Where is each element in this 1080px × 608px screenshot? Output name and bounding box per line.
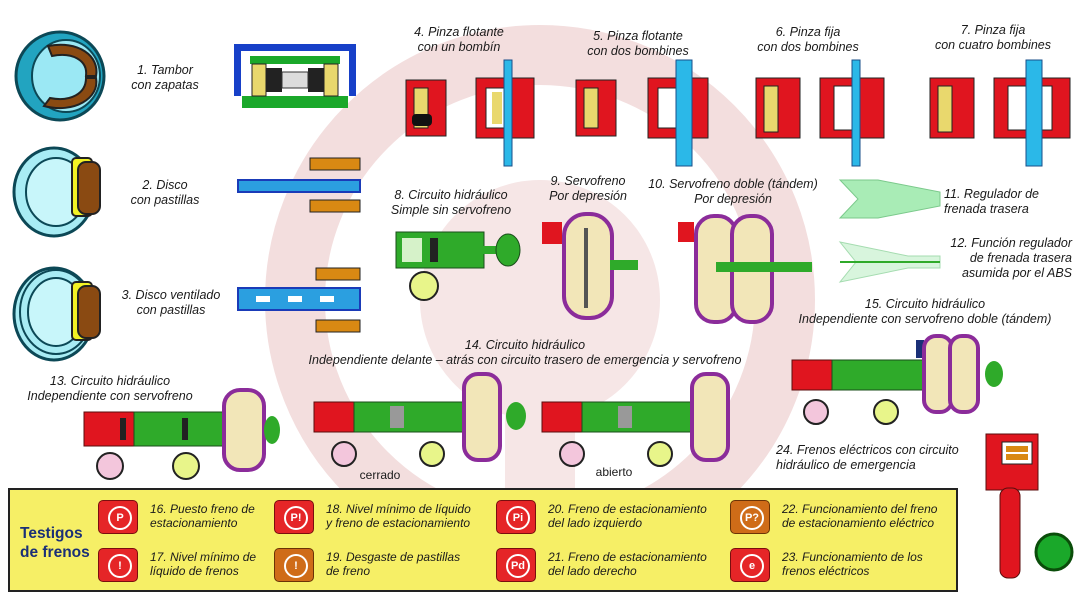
- disc-brake-schematic: [237, 157, 361, 213]
- parking-right-lamp-icon: Pd: [496, 548, 536, 582]
- drum-brake-schematic: [234, 44, 356, 108]
- ventilated-disc-schematic: [237, 267, 361, 333]
- independent-circuit-tandem-booster: [791, 334, 1003, 425]
- vacuum-booster: [542, 212, 638, 320]
- parking-brake-lamp-icon: P: [98, 500, 138, 534]
- drum-brake-3d-icon: [14, 30, 106, 122]
- electric-parking-lamp-icon: P?: [730, 500, 770, 534]
- emergency-circuit-closed: [313, 372, 526, 467]
- calipers-illustrations: [405, 59, 1071, 167]
- abs-regulator-function: [838, 241, 941, 283]
- ventilated-disc-3d-icon: [12, 266, 101, 362]
- electric-brakes-lamp-icon: e: [730, 548, 770, 582]
- valve-open-label: abierto: [595, 465, 633, 479]
- emergency-circuit-open: [541, 372, 730, 467]
- valve-closed-label: cerrado: [359, 468, 401, 482]
- brake-fluid-level-lamp-icon: !: [98, 548, 138, 582]
- rear-brake-regulator: [838, 179, 941, 219]
- pad-wear-lamp-icon: !: [274, 548, 314, 582]
- simple-hydraulic-circuit: [395, 231, 521, 301]
- tandem-booster: [678, 214, 812, 324]
- independent-circuit-with-booster: [83, 388, 280, 480]
- disc-brake-3d-icon: [12, 146, 101, 238]
- label-10: 10. Servofreno doble (tándem)Por depresi…: [648, 177, 818, 206]
- electric-brake-actuator: [985, 433, 1074, 579]
- fluid-and-parking-lamp-icon: P!: [274, 500, 314, 534]
- parking-left-lamp-icon: Pi: [496, 500, 536, 534]
